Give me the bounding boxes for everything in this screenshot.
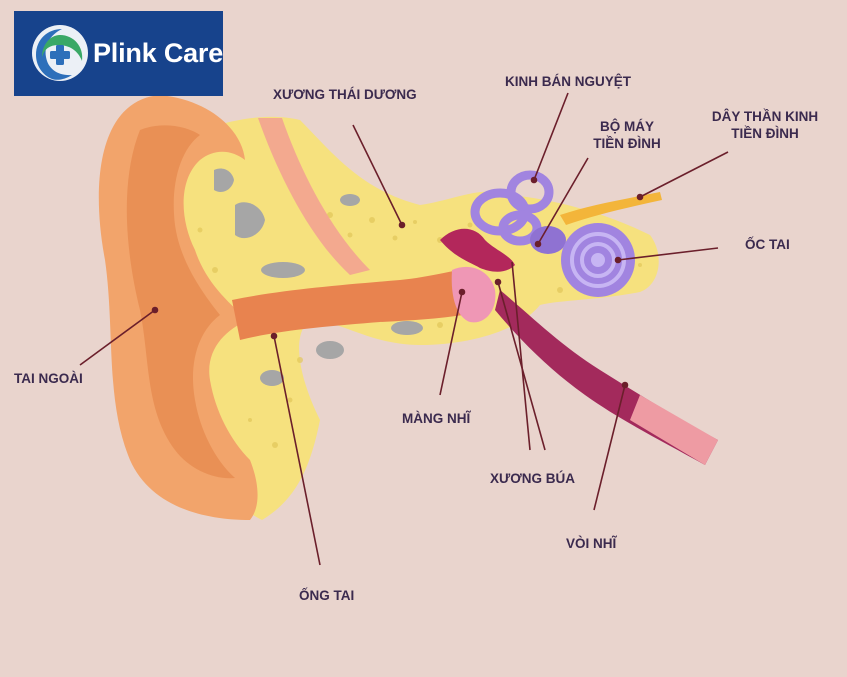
leader-day-than-kinh bbox=[639, 151, 729, 198]
eardrum-shape bbox=[451, 266, 496, 323]
skin-layer bbox=[258, 118, 370, 275]
leader-kinh-ban-nguyet bbox=[533, 92, 569, 181]
leader-xuong-thai-duong bbox=[352, 124, 403, 226]
ossicles-shape bbox=[440, 228, 515, 272]
label-mang-nhi: MÀNG NHĨ bbox=[402, 411, 471, 426]
label-voi-nhi: VÒI NHĨ bbox=[566, 536, 617, 551]
outer-ear-fold bbox=[126, 125, 235, 479]
leader-bo-may-tien-dinh bbox=[537, 157, 589, 245]
label-tai-ngoai: TAI NGOÀI bbox=[14, 371, 83, 386]
eustachian-tube-end bbox=[630, 395, 718, 465]
vestibule-shape bbox=[530, 226, 566, 254]
leader-voi-nhi bbox=[593, 384, 626, 511]
leader-lines bbox=[79, 92, 729, 566]
label-bo-may-tien-dinh-line1: BỘ MÁY bbox=[600, 119, 654, 134]
label-day-than-kinh-line2: TIỀN ĐÌNH bbox=[731, 126, 799, 141]
label-kinh-ban-nguyet: KINH BÁN NGUYỆT bbox=[505, 74, 632, 89]
label-bo-may-tien-dinh-line2: TIỀN ĐÌNH bbox=[593, 136, 661, 151]
leader-xuong-bua-2 bbox=[511, 261, 531, 451]
leader-oc-tai bbox=[617, 247, 719, 261]
leader-ong-tai bbox=[273, 335, 321, 566]
label-xuong-thai-duong: XƯƠNG THÁI DƯƠNG bbox=[273, 87, 417, 102]
leader-mang-nhi bbox=[439, 291, 463, 396]
label-ong-tai: ỐNG TAI bbox=[299, 588, 355, 603]
brand-name: Plink Care bbox=[93, 38, 224, 68]
cochlea-shape bbox=[561, 223, 635, 297]
label-oc-tai: ỐC TAI bbox=[745, 237, 790, 252]
semicircular-canals bbox=[470, 170, 554, 246]
label-day-than-kinh-line1: DÂY THẦN KINH bbox=[711, 109, 819, 124]
label-day-than-kinh: DÂY THẦN KINH TIỀN ĐÌNH bbox=[702, 108, 828, 142]
label-xuong-bua: XƯƠNG BÚA bbox=[490, 471, 575, 486]
label-bo-may-tien-dinh: BỘ MÁY TIỀN ĐÌNH bbox=[592, 118, 662, 152]
ear-canal-shape bbox=[232, 268, 480, 340]
vestibular-nerve-shape bbox=[560, 192, 662, 225]
bone-cavities bbox=[214, 168, 423, 386]
leader-tai-ngoai bbox=[79, 309, 156, 366]
plink-care-logo-icon bbox=[32, 25, 88, 81]
brand-logo: Plink Care bbox=[14, 11, 223, 96]
